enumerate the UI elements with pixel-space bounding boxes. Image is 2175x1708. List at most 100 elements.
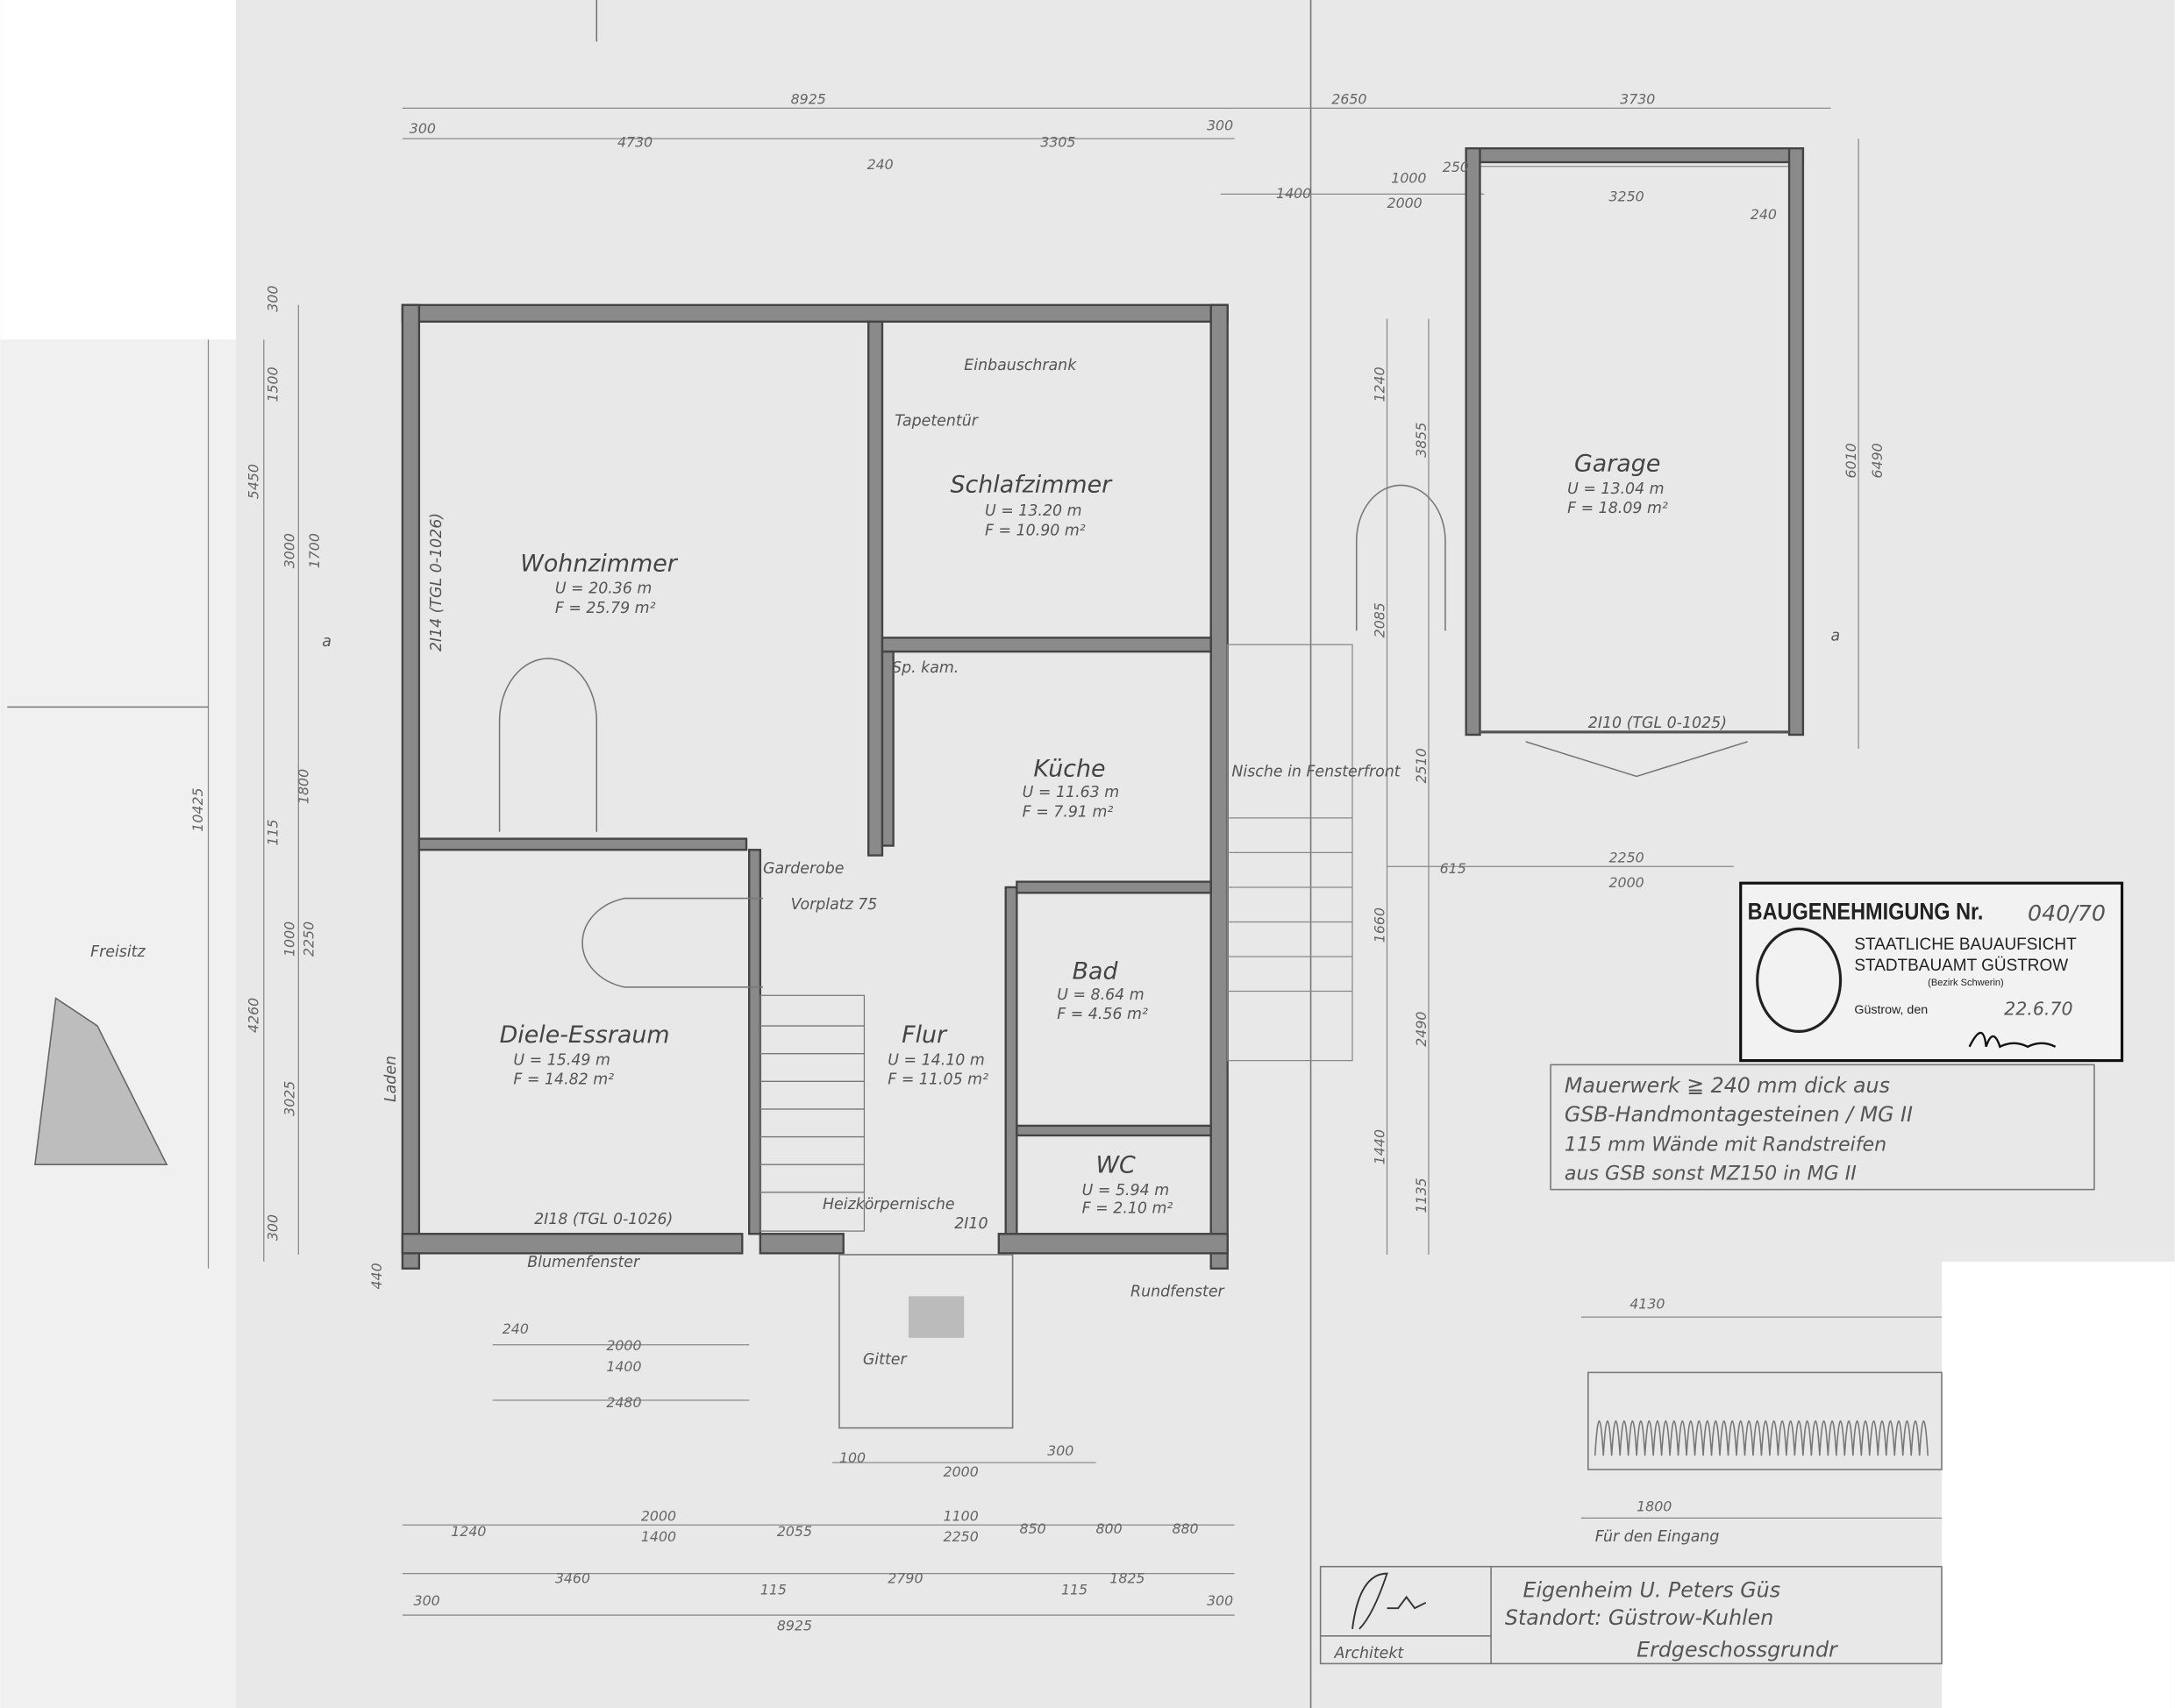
masonry-notes: Mauerwerk ≧ 240 mm dick aus GSB-Handmont… (1550, 1064, 2095, 1191)
room-area: F = 2.10 m² (1082, 1200, 1173, 1218)
dimension-label: 2490 (1413, 1012, 1430, 1047)
label-einbauschrank: Einbauschrank (964, 357, 1077, 374)
stamp-title: BAUGENEHMIGUNG Nr. (1748, 898, 1984, 924)
room-perimeter: U = 20.36 m (555, 580, 652, 598)
dimension-label: 2250 (944, 1528, 979, 1545)
dimension-label: 115 (760, 1581, 787, 1598)
architect-label: Architekt (1333, 1645, 1404, 1662)
dimension-label: 615 (1440, 860, 1466, 877)
dimension-label: 4260 (245, 998, 261, 1033)
room-area: F = 4.56 m² (1057, 1006, 1148, 1023)
label-speisekammer: Sp. kam. (892, 659, 959, 677)
arch-terrace (1355, 484, 1446, 631)
label-nische: Nische in Fensterfront (1231, 763, 1401, 780)
staircase (759, 994, 866, 1232)
title-block: Architekt Eigenheim U. Peters Güs Stando… (1319, 1565, 1943, 1665)
arch-wohnzimmer (498, 658, 598, 832)
room-name: Flur (902, 1021, 948, 1049)
stamp-signature (1968, 1031, 2057, 1049)
room-area: F = 18.09 m² (1567, 500, 1668, 517)
dimension-label: 5450 (245, 464, 261, 499)
dimension-label: 300 (1207, 117, 1233, 134)
dimensions-bottom: 1240 2000 1400 2055 1100 2250 850 800 88… (414, 1320, 1234, 1633)
entrance-platform (838, 1254, 1014, 1429)
label-rundfenster: Rundfenster (1130, 1283, 1225, 1300)
label-lintel-garage: 2I10 (TGL 0-1025) (1588, 715, 1727, 732)
dimension-label: 1100 (944, 1508, 979, 1525)
title-line1: Eigenheim U. Peters Güs (1522, 1578, 1780, 1603)
dimension-label: 300 (265, 1214, 282, 1241)
room-perimeter: U = 13.04 m (1567, 480, 1665, 498)
room-name: Bad (1073, 957, 1119, 985)
dimension-label: 240 (503, 1320, 529, 1337)
building-permit-stamp: BAUGENEHMIGUNG Nr. 040/70 STAATLICHE BAU… (1739, 881, 2124, 1063)
label-tapetentuer: Tapetentür (895, 412, 979, 430)
label-blumenfenster: Blumenfenster (527, 1254, 641, 1271)
dimension-label: 4130 (1629, 1296, 1665, 1313)
dimension-label: 3025 (282, 1081, 298, 1116)
dimension-label: 10425 (189, 787, 206, 831)
stamp-line2: STADTBAUAMT GÜSTROW (1854, 957, 2068, 975)
room-bad: Bad U = 8.64 m F = 4.56 m² (1057, 957, 1148, 1023)
blank-corner-top-left (0, 0, 237, 340)
dimension-label: 2000 (606, 1337, 641, 1354)
room-garage: Garage U = 13.04 m F = 18.09 m² (1567, 451, 1668, 517)
arch-diele (581, 897, 764, 988)
dimension-label: 2055 (777, 1523, 812, 1540)
room-perimeter: U = 14.10 m (888, 1051, 985, 1069)
section-marker-right: a (1831, 627, 1841, 644)
dimension-label: 1500 (265, 367, 282, 402)
dimension-label: 2000 (641, 1508, 676, 1525)
room-perimeter: U = 5.94 m (1082, 1182, 1169, 1199)
dimension-label: 115 (265, 819, 282, 845)
gdr-emblem-icon (1756, 927, 1843, 1033)
dimension-label: 2650 (1331, 91, 1366, 108)
room-area: F = 7.91 m² (1023, 803, 1114, 821)
dimension-label: 1800 (1637, 1498, 1672, 1514)
dimensions-left: 300 1500 5450 3000 1700 10425 1800 115 1… (189, 286, 385, 1290)
dimension-label: 3305 (1040, 134, 1075, 151)
room-name: Diele-Essraum (500, 1021, 670, 1049)
stamp-number: 040/70 (2028, 900, 2106, 926)
title-line3: Erdgeschossgrundr (1637, 1637, 1838, 1662)
dimension-label: 2085 (1371, 602, 1387, 637)
room-diele: Diele-Essraum U = 15.49 m F = 14.82 m² (500, 1021, 670, 1088)
room-name: Wohnzimmer (520, 550, 678, 577)
note-line: aus GSB sonst MZ150 in MG II (1565, 1163, 1857, 1185)
room-perimeter: U = 8.64 m (1057, 986, 1144, 1004)
dimension-label: 3250 (1609, 188, 1644, 204)
dimension-label: 8925 (791, 91, 826, 108)
dimension-label: 2000 (1387, 195, 1423, 211)
garage-walls (1465, 146, 1805, 778)
dimension-label: 2250 (301, 922, 317, 957)
freisitz-paving (33, 997, 168, 1165)
note-line: 115 mm Wände mit Randstreifen (1565, 1133, 1886, 1156)
label-heizung: Heizkörpernische (823, 1196, 955, 1213)
dimension-label: 1400 (606, 1358, 641, 1375)
dimension-label: 1825 (1109, 1570, 1145, 1587)
dimension-label: 300 (265, 286, 282, 312)
dimension-label: 2000 (944, 1463, 979, 1480)
room-perimeter: U = 15.49 m (513, 1051, 610, 1069)
dimension-label: 3730 (1620, 91, 1655, 108)
dimension-label: 6010 (1843, 443, 1859, 478)
section-marker-left: a (322, 633, 332, 651)
dimension-label: 2510 (1413, 748, 1430, 783)
dimension-label: 800 (1095, 1520, 1122, 1537)
label-laden: Laden (382, 1056, 400, 1102)
room-area: F = 14.82 m² (513, 1071, 614, 1088)
room-kueche: Küche U = 11.63 m F = 7.91 m² (1023, 755, 1120, 821)
label-lintel-wohn: 2I14 (TGL 0-1026) (428, 513, 446, 651)
title-line2: Standort: Güstrow-Kuhlen (1505, 1605, 1773, 1630)
radiator-detail (1587, 1371, 1943, 1470)
stamp-line3: (Bezirk Schwerin) (1928, 978, 2004, 988)
paper-left-sheet (0, 339, 237, 1708)
dimension-label: 1240 (1371, 367, 1387, 402)
dimension-label: 2250 (1609, 849, 1644, 865)
dimension-label: 4730 (617, 134, 652, 151)
room-name: Küche (1033, 755, 1105, 782)
dimension-label: 1400 (641, 1528, 676, 1545)
room-name: WC (1095, 1152, 1136, 1179)
